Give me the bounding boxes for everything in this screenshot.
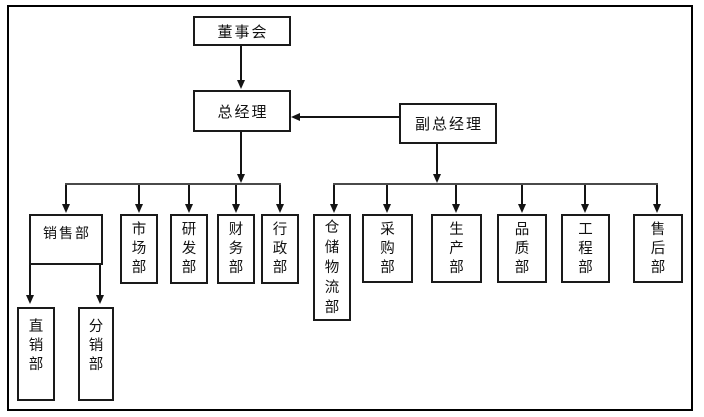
connector-rail-engineering — [584, 185, 586, 205]
node-engineering-label: 工程部 — [578, 222, 593, 276]
arrowhead-rail-quality — [518, 204, 526, 213]
node-marketing: 市场部 — [120, 214, 158, 284]
arrowhead-dgm-gm — [291, 113, 300, 121]
arrowhead-rail-marketing — [135, 204, 143, 213]
node-engineering: 工程部 — [561, 214, 610, 283]
connector-board-gm — [240, 46, 242, 81]
node-sales: 销售部 — [29, 214, 103, 265]
node-direct-sales: 直销部 — [17, 307, 55, 401]
node-distribution-label: 分销部 — [88, 319, 104, 373]
node-warehouse-logistics-label: 仓储物流部 — [324, 220, 340, 316]
node-admin: 行政部 — [261, 214, 299, 284]
rail-left — [65, 183, 281, 185]
node-aftersales-label: 售后部 — [650, 222, 666, 276]
node-deputy-general-manager-label: 副总经理 — [414, 115, 483, 133]
node-admin-label: 行政部 — [272, 222, 288, 276]
connector-rail-marketing — [138, 185, 140, 205]
node-distribution: 分销部 — [78, 307, 114, 401]
arrowhead-sales-direct — [26, 295, 34, 304]
node-aftersales: 售后部 — [633, 214, 683, 283]
connector-rail-finance — [235, 185, 237, 205]
arrowhead-rail-finance — [232, 204, 240, 213]
connector-rail-rnd — [188, 185, 190, 205]
node-quality-label: 品质部 — [514, 222, 530, 276]
node-deputy-general-manager: 副总经理 — [399, 103, 497, 144]
node-quality: 品质部 — [497, 214, 547, 283]
arrowhead-rail-production — [452, 204, 460, 213]
rail-right — [333, 183, 658, 185]
node-direct-sales-label: 直销部 — [28, 319, 44, 373]
connector-sales-distribution — [99, 265, 101, 296]
arrowhead-gm-rail — [237, 174, 245, 183]
arrowhead-sales-distribution — [96, 295, 104, 304]
arrowhead-rail-aftersales — [653, 204, 661, 213]
node-marketing-label: 市场部 — [131, 222, 147, 276]
arrowhead-rail-purchasing — [383, 204, 391, 213]
node-general-manager-label: 总经理 — [217, 102, 269, 121]
arrowhead-board-gm — [237, 80, 245, 89]
connector-rail-quality — [521, 185, 523, 205]
connector-dgm-gm — [300, 116, 399, 118]
connector-rail-production — [455, 185, 457, 205]
connector-gm-rail — [240, 132, 242, 175]
arrowhead-rail-rnd — [185, 204, 193, 213]
connector-rail-sales — [65, 185, 67, 205]
connector-rail-aftersales — [656, 185, 658, 205]
node-rnd-label: 研发部 — [181, 222, 197, 276]
node-rnd: 研发部 — [170, 214, 208, 284]
node-production: 生产部 — [431, 214, 482, 283]
node-purchasing-label: 采购部 — [380, 222, 395, 276]
node-warehouse-logistics: 仓储物流部 — [313, 214, 351, 321]
connector-sales-direct — [29, 265, 31, 296]
connector-rail-admin — [279, 185, 281, 205]
node-sales-label: 销售部 — [43, 226, 91, 242]
node-finance: 财务部 — [217, 214, 255, 284]
node-general-manager: 总经理 — [193, 90, 291, 132]
arrowhead-rail-admin — [276, 204, 284, 213]
arrowhead-rail-sales — [62, 204, 70, 213]
diagram-border — [7, 5, 693, 411]
arrowhead-rail-engineering — [581, 204, 589, 213]
node-production-label: 生产部 — [449, 222, 464, 276]
node-board: 董事会 — [193, 16, 291, 46]
connector-dgm-rail — [436, 144, 438, 175]
node-finance-label: 财务部 — [228, 222, 244, 276]
node-purchasing: 采购部 — [362, 214, 413, 283]
connector-rail-purchasing — [386, 185, 388, 205]
arrowhead-dgm-rail — [433, 174, 441, 183]
arrowhead-rail-warehouse — [330, 204, 338, 213]
node-board-label: 董事会 — [217, 22, 269, 41]
connector-rail-warehouse — [333, 185, 335, 205]
